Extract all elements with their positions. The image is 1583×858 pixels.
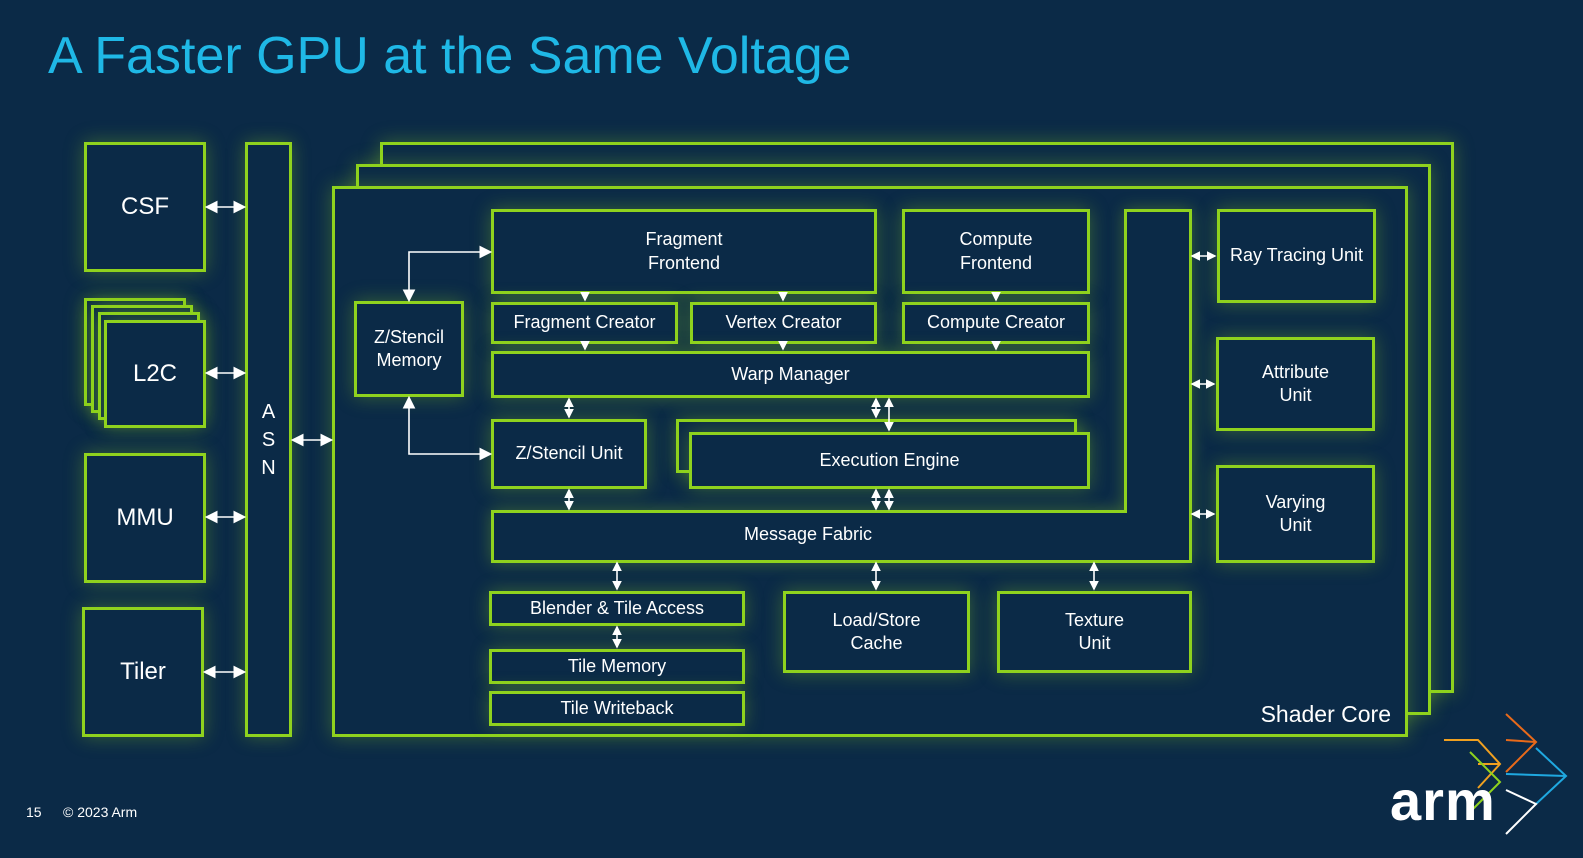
mmu-label: MMU bbox=[116, 504, 174, 532]
asn-letter-n: N bbox=[261, 456, 276, 479]
compute-creator-label: Compute Creator bbox=[926, 312, 1066, 333]
tile-writeback-label: Tile Writeback bbox=[560, 697, 674, 718]
load-store-cache-block: Load/Store Cache bbox=[783, 591, 970, 673]
vertex-creator-label: Vertex Creator bbox=[725, 312, 842, 333]
fragment-creator-block: Fragment Creator bbox=[491, 302, 678, 344]
execution-engine-label: Execution Engine bbox=[819, 449, 960, 470]
asn-letter-s: S bbox=[261, 428, 276, 451]
tile-memory-block: Tile Memory bbox=[489, 649, 745, 684]
tile-memory-label: Tile Memory bbox=[567, 655, 667, 676]
copyright-text: © 2023 Arm bbox=[63, 804, 138, 820]
texture-unit-block: Texture Unit bbox=[997, 591, 1192, 673]
csf-label: CSF bbox=[121, 193, 169, 221]
shader-core-label: Shader Core bbox=[1260, 701, 1391, 728]
varying-unit-block: Varying Unit bbox=[1216, 465, 1375, 563]
zstencil-unit-label: Z/Stencil Unit bbox=[515, 443, 623, 464]
tile-writeback-block: Tile Writeback bbox=[489, 691, 745, 726]
warp-manager-label: Warp Manager bbox=[731, 363, 850, 384]
message-fabric-label: Message Fabric bbox=[743, 524, 873, 544]
varying-unit-label: Varying Unit bbox=[1265, 491, 1326, 535]
fragment-frontend-block: Fragment Frontend bbox=[491, 209, 877, 294]
arm-logo: arm bbox=[1390, 769, 1496, 832]
attribute-unit-block: Attribute Unit bbox=[1216, 337, 1375, 431]
attribute-unit-label: Attribute Unit bbox=[1261, 361, 1330, 405]
csf-block: CSF bbox=[84, 142, 206, 272]
l2c-label: L2C bbox=[132, 360, 178, 388]
zstencil-unit-block: Z/Stencil Unit bbox=[491, 419, 647, 489]
execution-engine-block: Execution Engine bbox=[689, 432, 1090, 489]
fragment-frontend-label: Fragment Frontend bbox=[645, 229, 723, 273]
vertex-creator-block: Vertex Creator bbox=[690, 302, 877, 344]
texture-unit-label: Texture Unit bbox=[1064, 609, 1125, 653]
l2c-block: L2C bbox=[104, 320, 206, 428]
tiler-block: Tiler bbox=[82, 607, 204, 737]
load-store-cache-label: Load/Store Cache bbox=[832, 609, 921, 653]
slide-title: A Faster GPU at the Same Voltage bbox=[48, 27, 852, 85]
blender-tile-access-block: Blender & Tile Access bbox=[489, 591, 745, 626]
ray-tracing-unit-label: Ray Tracing Unit bbox=[1229, 245, 1364, 266]
compute-frontend-block: Compute Frontend bbox=[902, 209, 1090, 294]
zstencil-memory-label: Z/Stencil Memory bbox=[373, 326, 445, 370]
compute-creator-block: Compute Creator bbox=[902, 302, 1090, 344]
compute-frontend-label: Compute Frontend bbox=[959, 229, 1033, 273]
zstencil-memory-block: Z/Stencil Memory bbox=[354, 301, 464, 397]
tiler-label: Tiler bbox=[120, 658, 166, 686]
asn-block: A S N bbox=[245, 142, 292, 737]
blender-tile-access-label: Blender & Tile Access bbox=[529, 597, 705, 618]
fragment-creator-label: Fragment Creator bbox=[513, 312, 656, 333]
mmu-block: MMU bbox=[84, 453, 206, 583]
arm-logo-chevrons bbox=[1444, 713, 1568, 835]
ray-tracing-unit-block: Ray Tracing Unit bbox=[1217, 209, 1376, 303]
page-number: 15 bbox=[26, 804, 42, 820]
warp-manager-block: Warp Manager bbox=[491, 351, 1090, 398]
asn-letter-a: A bbox=[261, 400, 276, 423]
